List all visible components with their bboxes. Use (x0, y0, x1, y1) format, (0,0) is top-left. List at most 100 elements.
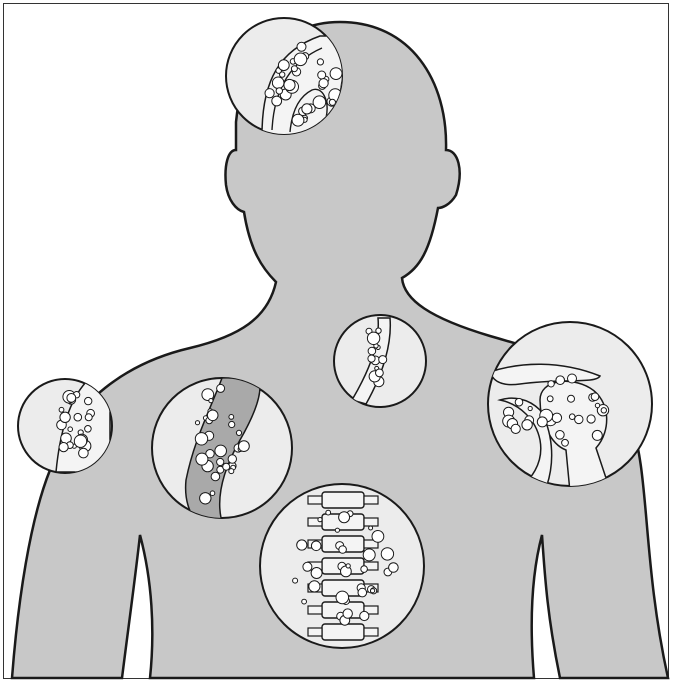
lesion-bubble (293, 578, 298, 583)
vertebra-process (364, 496, 378, 504)
lesion-bubble (346, 564, 350, 568)
lesion-bubble (229, 421, 235, 427)
lesion-bubble (556, 431, 565, 440)
lesion-bubble (67, 394, 76, 403)
lesion-bubble (303, 562, 312, 571)
lesion-bubble (522, 420, 532, 430)
lesion-bubble (389, 563, 399, 573)
lesion-bubble (59, 443, 68, 452)
lesion-bubble (318, 71, 326, 79)
lesion-bubble (297, 42, 306, 51)
lesion-bubble (276, 88, 282, 94)
lesion-bubble (552, 413, 561, 422)
lesion-bubble (339, 512, 350, 523)
lesion-bubble (592, 430, 602, 440)
lesion-bubble (515, 398, 523, 406)
lesion-bubble (361, 566, 368, 573)
lesion-bubble (360, 611, 369, 620)
lesion-bubble (376, 369, 384, 377)
lesion-bubble (223, 463, 230, 470)
lesion-bubble (60, 412, 70, 422)
lesion-bubble (215, 445, 227, 457)
lesion-bubble (229, 415, 234, 420)
lesion-bubble (369, 526, 373, 530)
lesion-bubble (371, 589, 375, 593)
vertebra-process (308, 628, 322, 636)
lesion-bubble (272, 96, 282, 106)
lesion-bubble (74, 413, 82, 421)
lesion-bubble (562, 439, 569, 446)
lesion-bubble (311, 541, 321, 551)
lesion-bubble (195, 421, 199, 425)
lesion-bubble (317, 59, 323, 65)
lesion-bubble (309, 581, 320, 592)
lesion-bubble (511, 424, 520, 433)
vertebra (322, 492, 364, 508)
lesion-bubble (294, 53, 307, 66)
lesion-bubble (575, 415, 583, 423)
lesion-bubble (367, 332, 379, 344)
lesion-bubble (292, 114, 304, 126)
lesion-bubble (229, 469, 234, 474)
lesion-bubble (595, 403, 599, 407)
lesion-bubble (228, 455, 236, 463)
vertebra-process (364, 518, 378, 526)
vertebra-process (308, 606, 322, 614)
lesion-bubble (358, 588, 367, 597)
lesion-bubble (379, 356, 387, 364)
lesion-bubble (363, 549, 375, 561)
lesion-bubble (272, 77, 284, 89)
lesion-bubble (339, 546, 347, 554)
lesion-bubble (528, 406, 532, 410)
lesion-bubble (217, 384, 225, 392)
lesion-bubble (284, 79, 295, 90)
lesion-bubble (239, 441, 250, 452)
lesion-bubble (68, 427, 73, 432)
lesion-bubble (297, 540, 307, 550)
lesion-bubble (236, 430, 241, 435)
lesion-bubble (291, 66, 297, 72)
vertebra (322, 624, 364, 640)
lesion-bubble (601, 408, 606, 413)
lesion-bubble (537, 417, 547, 427)
lesion-bubble (591, 393, 599, 401)
lesion-bubble (59, 407, 64, 412)
vertebra-process (308, 496, 322, 504)
lesion-bubble (368, 355, 375, 362)
lesion-bubble (85, 397, 92, 404)
lesion-bubble (302, 104, 312, 114)
lesion-bubble (209, 399, 213, 403)
lesion-bubble (330, 68, 342, 80)
lesion-bubble (302, 599, 307, 604)
lesion-bubble (368, 347, 376, 355)
lesion-bubble (319, 79, 328, 88)
lesion-bubble (210, 491, 215, 496)
lesion-bubble (568, 395, 575, 402)
lesion-bubble (311, 568, 322, 579)
lesion-bubble (587, 415, 595, 423)
vertebra-process (364, 628, 378, 636)
lesion-bubble (196, 453, 208, 465)
lesion-bubble (318, 518, 322, 522)
lesion-bubble (207, 410, 218, 421)
lesion-bubble (200, 493, 211, 504)
lesion-bubble (336, 591, 349, 604)
lesion-bubble (335, 528, 339, 532)
lesion-bubble (195, 433, 207, 445)
lesion-bubble (381, 548, 393, 560)
lesion-bubble (79, 448, 89, 458)
lesion-bubble (326, 510, 331, 515)
lesion-bubble (548, 381, 554, 387)
lesion-bubble (556, 376, 565, 385)
lesion-bubble (547, 396, 553, 402)
lesion-bubble (217, 458, 224, 465)
lesion-bubble (211, 472, 220, 481)
lesion-bubble (568, 374, 577, 383)
lesion-bubble (280, 72, 285, 77)
lesion-bubble (265, 89, 274, 98)
lesion-bubble (278, 60, 289, 71)
lesion-bubble (85, 414, 92, 421)
lesion-bubble (74, 435, 86, 447)
lesion-bubble (85, 426, 92, 433)
